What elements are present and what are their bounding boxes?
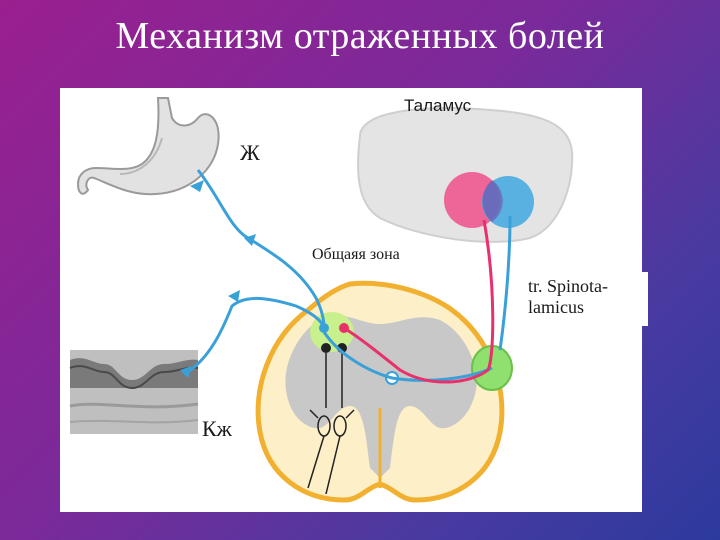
motor-neurons: [307, 353, 355, 495]
visceral-afferent-fiber: [196, 169, 326, 329]
referred-pain-diagram: [69, 97, 574, 503]
slide-title: Механизм отраженных болей: [115, 15, 605, 57]
spinal-cord-section: [255, 280, 505, 503]
common-zone-label: Общаяя зона: [312, 246, 400, 263]
tract-label-box: tr. Spinota- lamicus: [520, 272, 648, 326]
thalamus-label: Таламус: [404, 96, 472, 115]
organ-label: Ж: [240, 140, 260, 165]
tract-label-line1: tr. Spinota-: [528, 276, 608, 296]
neuron-body-left: [321, 343, 331, 353]
tract-label-line2: lamicus: [528, 297, 584, 317]
skin-section: [69, 350, 199, 434]
skin-label: Кж: [202, 416, 232, 441]
stomach-organ: [76, 97, 220, 196]
ascending-pink-fiber: [343, 219, 495, 384]
tract-label: tr. Spinota- lamicus: [528, 276, 608, 318]
somatic-afferent-fiber: [183, 296, 326, 376]
